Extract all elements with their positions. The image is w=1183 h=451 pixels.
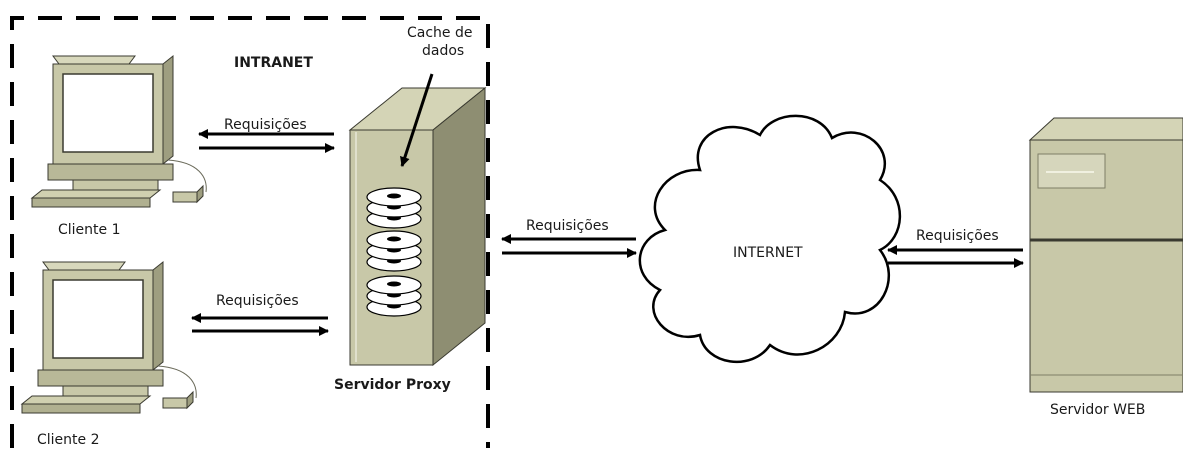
cache-disks-icon: [366, 187, 422, 317]
cache-disk-hole: [387, 281, 401, 287]
intranet-boundary: [10, 16, 490, 448]
arrow-label-proxy: Requisições: [526, 218, 609, 234]
arrow-pair-proxy-internet: Requisições: [501, 218, 637, 258]
intranet-label: INTRANET: [234, 55, 313, 71]
client-2-label: Cliente 2: [37, 432, 100, 448]
proxy-label: Servidor Proxy: [334, 377, 451, 393]
arrow-label-client1: Requisições: [224, 117, 307, 133]
client-1-label: Cliente 1: [58, 222, 121, 238]
web-server-label: Servidor WEB: [1050, 402, 1145, 418]
web-server-icon: [1028, 117, 1183, 393]
arrow-label-web: Requisições: [916, 228, 999, 244]
cache-label-line1: Cache de: [407, 25, 473, 41]
cache-label-line2: dados: [422, 43, 464, 59]
proxy-server-icon: [348, 86, 487, 367]
client-2-computer-icon: [20, 260, 197, 414]
cache-pointer-arrow: [400, 73, 434, 167]
internet-label: INTERNET: [733, 245, 803, 261]
arrow-pair-internet-web: Requisições: [887, 228, 1024, 268]
cache-disk-hole: [387, 236, 401, 242]
arrow-pair-client1-proxy: Requisições: [198, 117, 335, 153]
client-1-computer-icon: [30, 54, 207, 208]
arrow-pair-client2-proxy: Requisições: [191, 293, 329, 336]
internet-cloud: [638, 114, 902, 364]
cache-disk-hole: [387, 193, 401, 199]
arrow-label-client2: Requisições: [216, 293, 299, 309]
